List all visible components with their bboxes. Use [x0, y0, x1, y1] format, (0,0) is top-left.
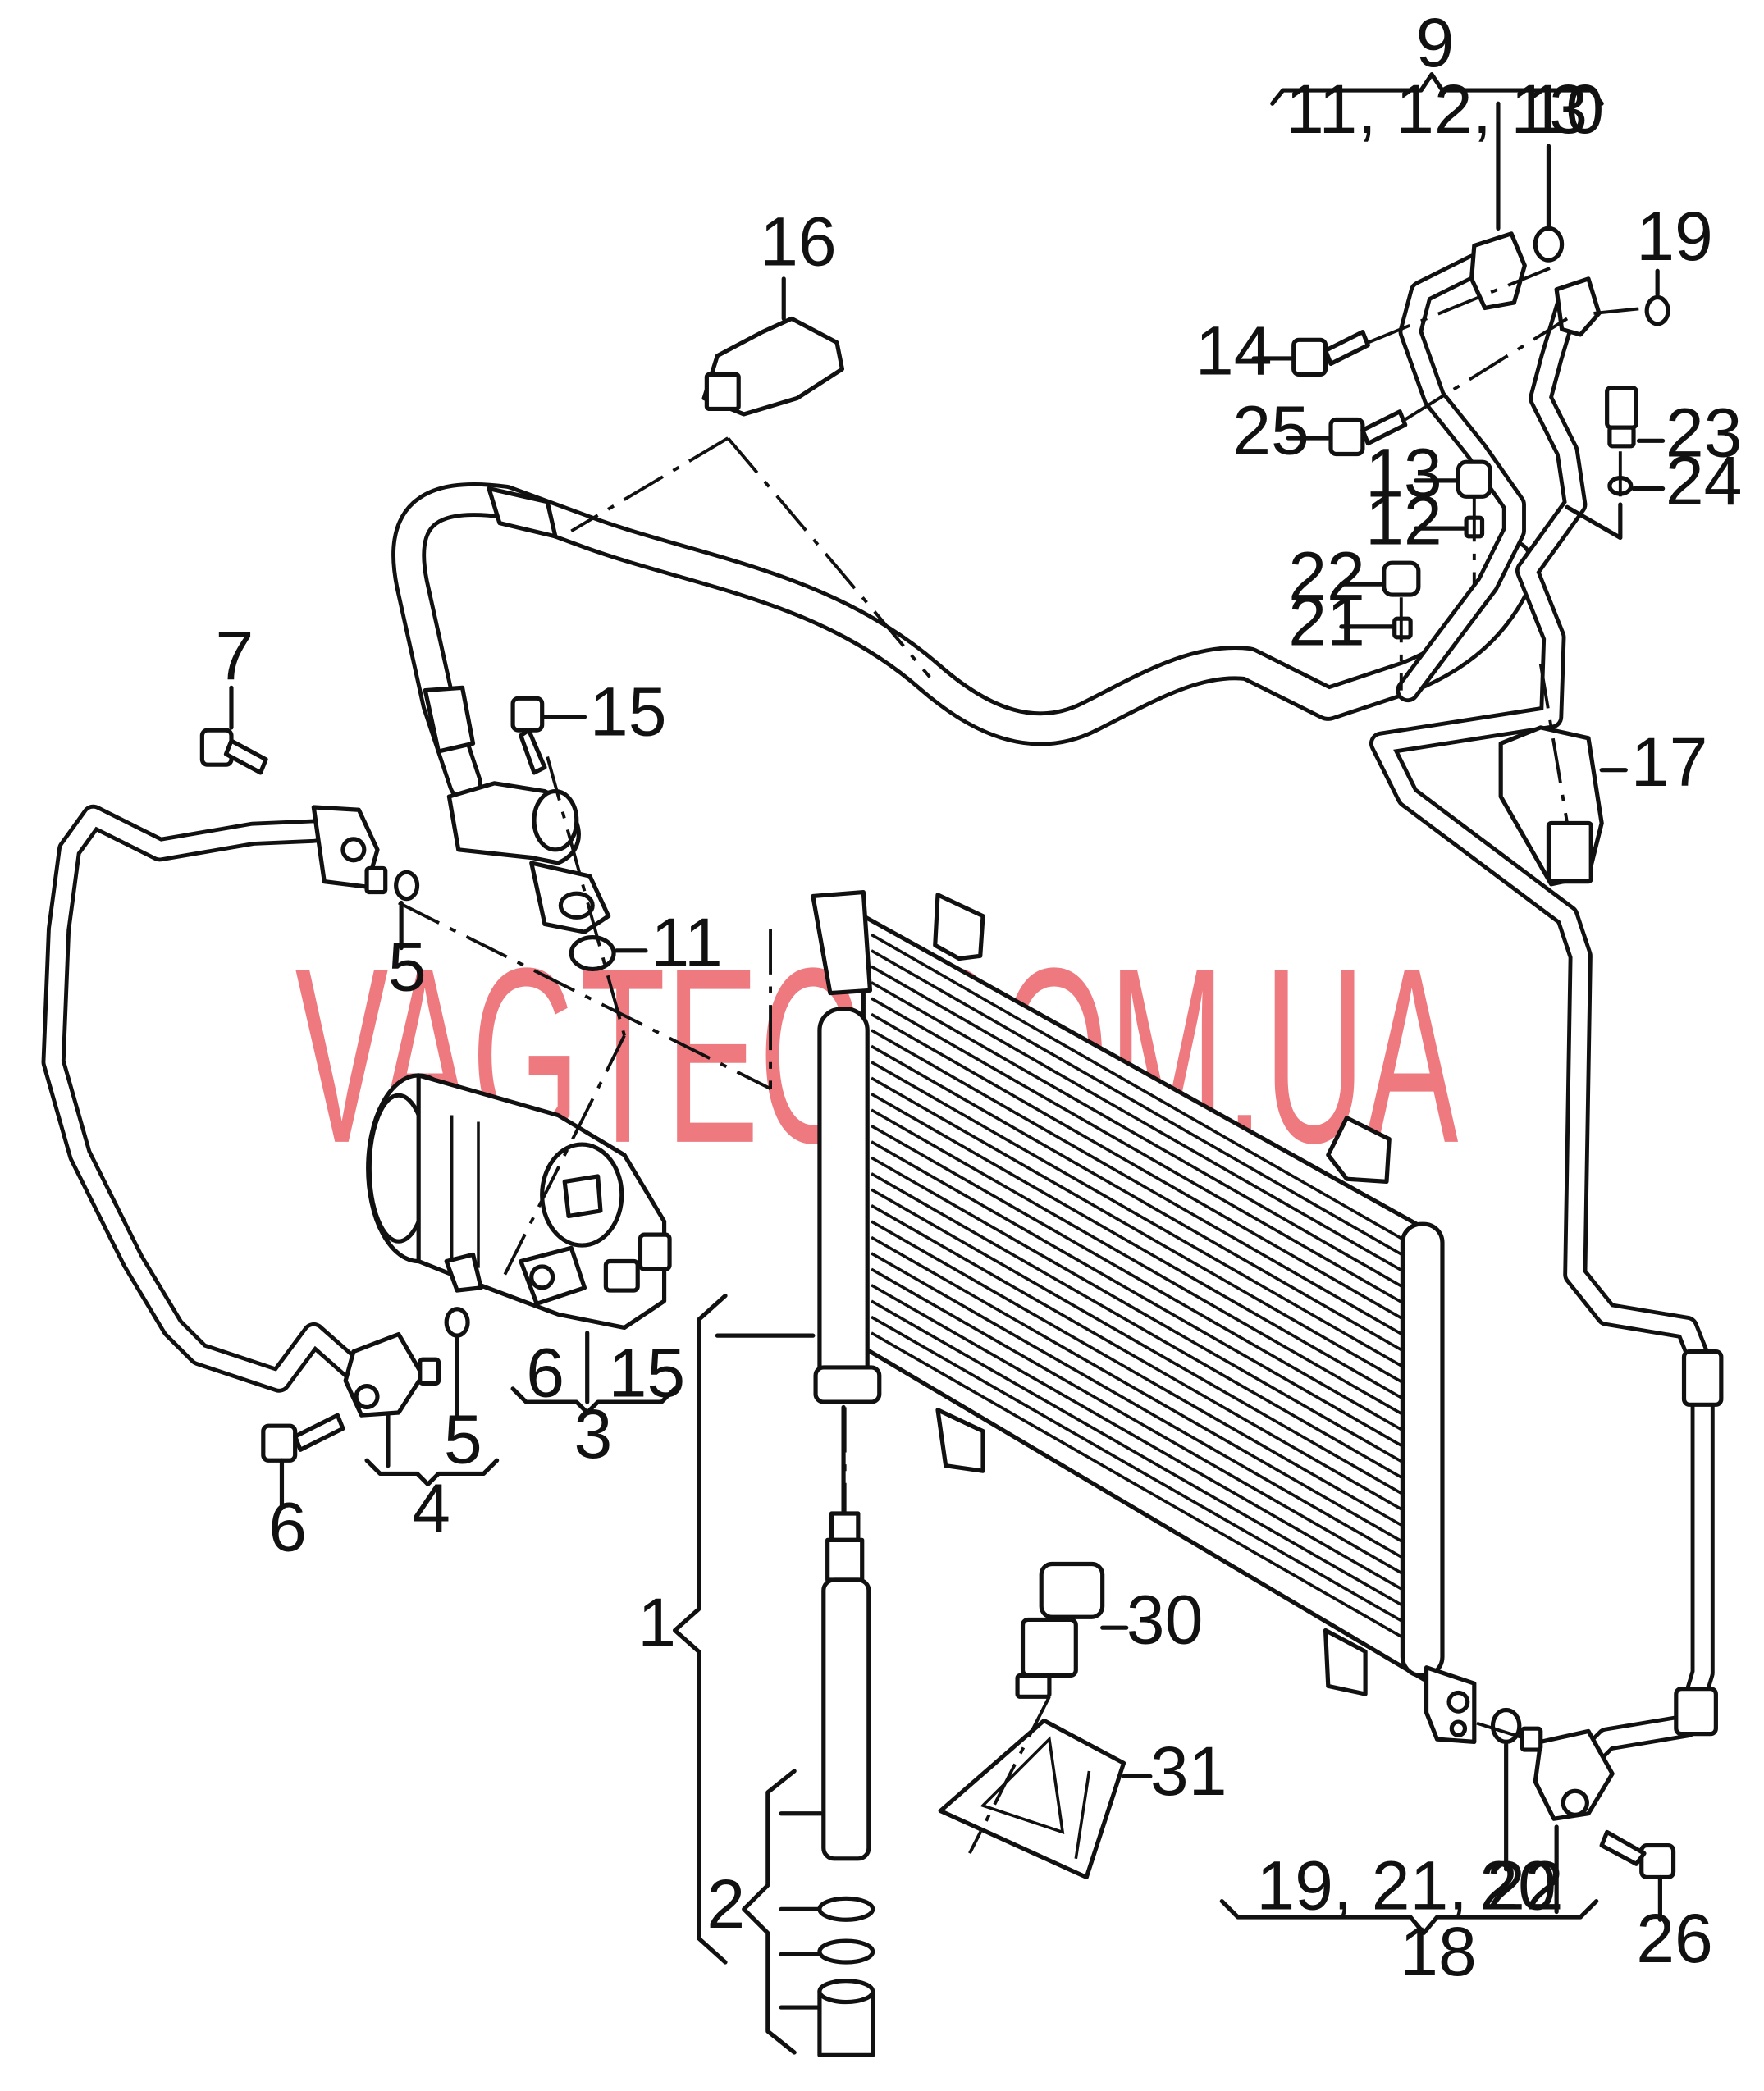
callout-23: 23	[1666, 395, 1743, 472]
callout-24: 24	[1666, 442, 1743, 519]
bolt-6[interactable]	[261, 1413, 345, 1463]
callout-18: 18	[1400, 1913, 1477, 1990]
bracket-31[interactable]	[938, 1718, 1126, 1880]
leader-lines	[229, 72, 1666, 2055]
callout-7: 7	[216, 618, 254, 695]
callout-20: 20	[1479, 1847, 1556, 1924]
bolt-26[interactable]	[1599, 1829, 1676, 1880]
callout-12: 12	[1365, 482, 1442, 559]
callout-5-bottom: 5	[444, 1400, 482, 1477]
cap-13[interactable]	[1456, 459, 1492, 499]
high-pressure-line[interactable]	[1369, 276, 1724, 1821]
callout-21: 21	[1288, 583, 1365, 660]
callout-4: 4	[412, 1470, 450, 1547]
callout-15-bottom: 15	[609, 1335, 686, 1412]
switch-30[interactable]	[1015, 1561, 1105, 1699]
callout-11-12-13: 11, 12, 13	[1286, 71, 1588, 148]
callout-1: 1	[638, 1584, 676, 1661]
callout-2: 2	[706, 1865, 745, 1943]
discharge-line[interactable]	[41, 804, 441, 1418]
callout-25: 25	[1232, 391, 1309, 468]
callout-19-top: 19	[1636, 198, 1713, 275]
callout-6-right: 6	[526, 1335, 564, 1412]
callout-17: 17	[1631, 724, 1708, 801]
callout-9: 9	[1416, 4, 1455, 81]
clip-17[interactable]	[1498, 725, 1604, 887]
callout-14: 14	[1195, 312, 1273, 389]
cap-22[interactable]	[1382, 560, 1421, 597]
suction-hose-fitting[interactable]	[446, 781, 611, 934]
callout-11: 11	[651, 904, 722, 981]
bolt-25[interactable]	[1328, 409, 1408, 457]
seal-ring-5-top[interactable]	[394, 870, 420, 902]
callout-31: 31	[1150, 1733, 1227, 1810]
seal-ring-19[interactable]	[1644, 294, 1670, 326]
callout-19-21-22: 19, 21, 22	[1256, 1847, 1563, 1924]
seal-ring-11[interactable]	[569, 935, 616, 972]
callout-22: 22	[1288, 538, 1365, 615]
callout-30: 30	[1126, 1582, 1204, 1659]
bolt-7[interactable]	[199, 728, 268, 775]
callout-13: 13	[1365, 434, 1442, 511]
bolt-15[interactable]	[510, 696, 547, 775]
callout-6-left: 6	[268, 1488, 307, 1565]
clip-16[interactable]	[701, 316, 845, 417]
condenser[interactable]	[811, 889, 1477, 1744]
seal-ring-5-bottom[interactable]	[444, 1307, 470, 1338]
callout-15-top: 15	[590, 673, 667, 751]
seal-ring-10[interactable]	[1533, 226, 1565, 263]
callout-10: 10	[1528, 71, 1605, 148]
callout-3: 3	[574, 1395, 613, 1472]
pressure-sender-23[interactable]	[1605, 385, 1638, 449]
low-pressure-line[interactable]	[1396, 231, 1527, 703]
callout-5-top: 5	[388, 928, 427, 1005]
receiver-drier[interactable]	[813, 1365, 882, 2057]
callout-26: 26	[1636, 1900, 1713, 1977]
condenser-fins	[871, 933, 1417, 1646]
callout-16: 16	[760, 203, 837, 281]
bolt-14[interactable]	[1291, 330, 1370, 377]
callout-labels: 9 11, 12, 13 10 16 19 14 25 23 13 24 12 …	[216, 4, 1743, 1990]
